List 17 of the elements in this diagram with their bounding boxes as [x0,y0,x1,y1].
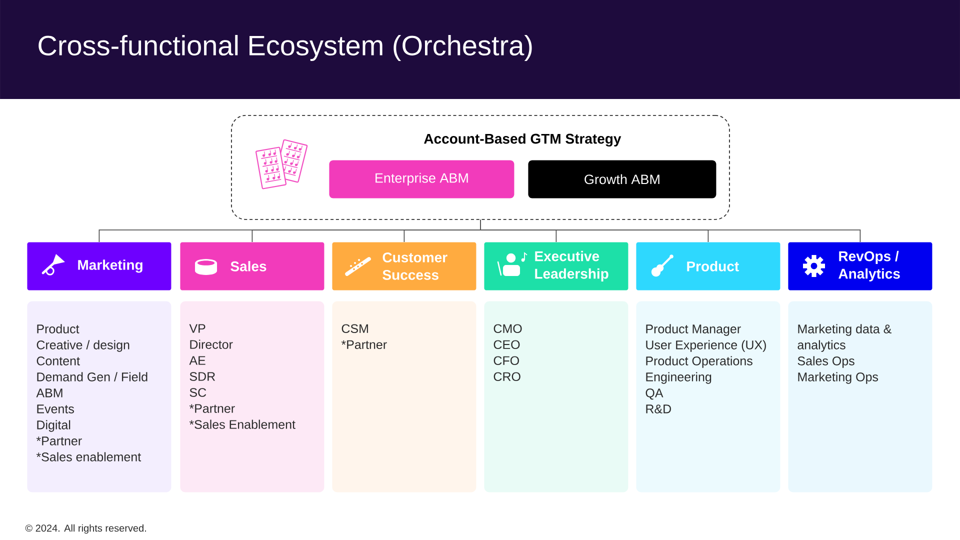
copyright-note: © 2024. All rights reserved. [25,524,146,534]
column-header: Customer Success [332,242,476,290]
list-card: CMO CEO CFO CRO [484,301,628,492]
column-header: Product [636,242,780,290]
slide-title: Cross-functional Ecosystem (Orchestra) [38,34,532,62]
column-header: Marketing [27,242,172,290]
option-box: Enterprise ABM [329,160,514,198]
list-card: Product Manager User Experience (UX) Product Operations Engineering QA R&D [636,301,780,492]
list-card: CSM *Partner [332,301,476,492]
list-card: VP Director AE SDR SC *Partner *Sales Enablement [180,301,324,492]
column-header: Sales [180,242,324,290]
option-box: Growth ABM [528,160,716,198]
column-header: RevOps / Analytics [788,242,932,290]
list-card: Product Creative / design Content Demand Gen / Field ABM Events Digital *Partner *Sales enablement [27,301,172,492]
list-card: Marketing data & analytics Sales Ops Marketing Ops [788,301,932,492]
connector-line [480,219,861,242]
column-header: Executive Leadership [484,242,628,290]
